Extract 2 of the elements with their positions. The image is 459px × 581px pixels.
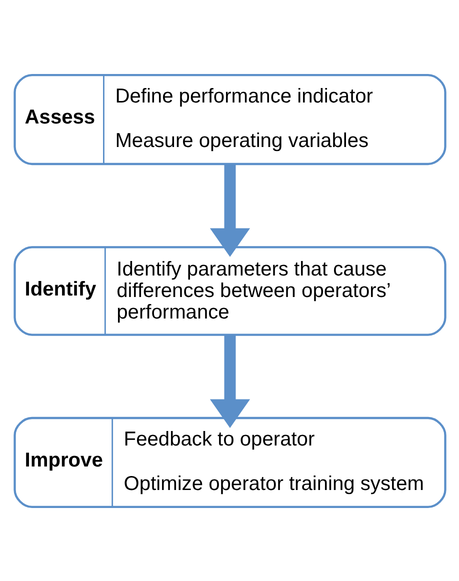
arrow — [209, 164, 250, 256]
arrow — [209, 334, 250, 428]
